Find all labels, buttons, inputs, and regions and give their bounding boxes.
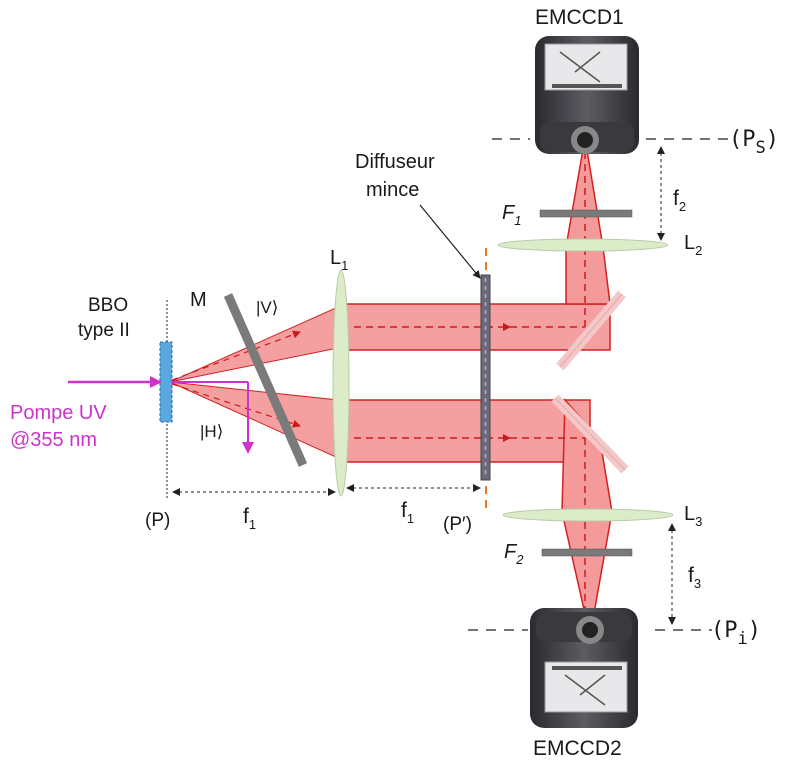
label-f2: f2 (673, 187, 686, 214)
upper-beam-vertical (565, 246, 611, 305)
label-filter-f1: F1 (502, 202, 521, 228)
label-pump-line1: Pompe UV (10, 402, 107, 424)
label-f1-b: f1 (401, 499, 414, 526)
upper-cone-axis (171, 330, 301, 381)
bbo-crystal (159, 341, 173, 423)
lens-l1 (332, 269, 350, 497)
label-lens-l1: L1 (330, 247, 348, 273)
label-ket-v: |V⟩ (256, 298, 278, 317)
label-filter-f2: F2 (504, 541, 524, 567)
mirror-lower-edge (554, 397, 626, 471)
label-bbo-line2: type II (78, 320, 130, 341)
label-lens-l3: L3 (684, 503, 702, 529)
label-ket-h: |H⟩ (200, 422, 223, 441)
label-lens-l2: L2 (684, 232, 702, 258)
camera-emccd1 (535, 36, 639, 154)
label-mirror-m: M (190, 289, 207, 311)
label-plane-pprime: (P′) (443, 514, 472, 535)
label-diffuser-line2: mince (366, 179, 419, 201)
label-emccd2: EMCCD2 (533, 737, 622, 760)
filter-f2 (541, 548, 633, 557)
label-bbo-line1: BBO (88, 295, 128, 316)
label-plane-s: (PS) (729, 127, 779, 158)
camera-emccd2 (530, 608, 638, 728)
label-emccd1: EMCCD1 (535, 6, 624, 29)
label-plane-i: (Pi) (711, 618, 761, 649)
lens-l2 (497, 238, 669, 252)
lower-beam-collimated (342, 399, 591, 463)
lower-beam-cone (169, 381, 339, 459)
mirror-upper-edge (559, 293, 623, 368)
mirror-m (223, 293, 308, 467)
label-pump-line2: @355 nm (10, 429, 97, 451)
diffuser-pointer (419, 204, 481, 279)
label-f3: f3 (688, 564, 701, 591)
label-f1-a: f1 (243, 505, 256, 532)
label-diffuser-line1: Diffuseur (355, 151, 435, 173)
filter-f1 (539, 209, 633, 218)
lens-l3 (502, 508, 674, 522)
label-plane-p: (P) (145, 510, 170, 531)
